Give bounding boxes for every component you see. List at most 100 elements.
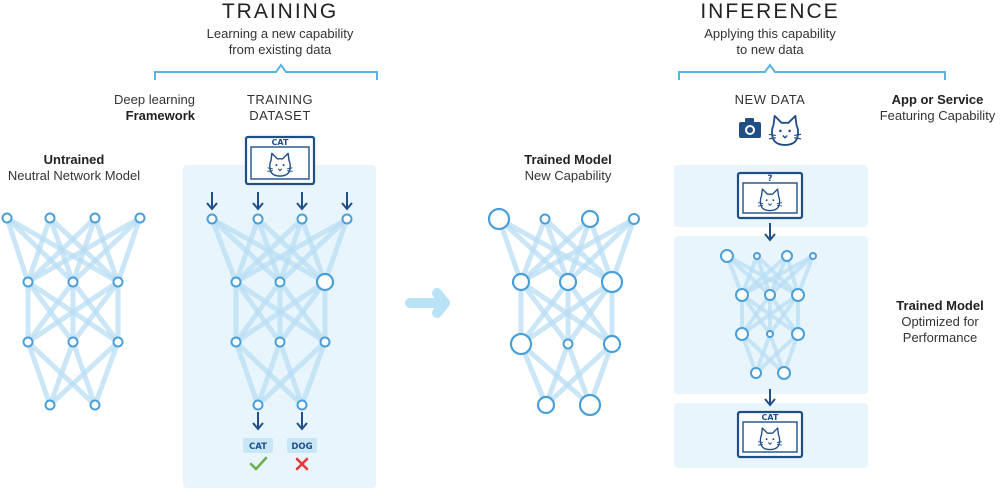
trained-network-edge	[565, 280, 615, 346]
trained-network-edge	[519, 217, 592, 284]
optimized-network-node	[764, 289, 776, 301]
untrained-network-edge	[47, 341, 76, 406]
training-network-edge	[234, 217, 304, 284]
optimized-network-node	[791, 288, 805, 302]
training-network-node	[252, 399, 264, 411]
trained-network-node	[578, 393, 602, 417]
untrained-network-edge	[71, 280, 120, 344]
untrained-network-edge	[26, 215, 142, 285]
trained-network-node	[558, 272, 578, 292]
untrained-network-edge	[115, 217, 143, 283]
untrained-network-node	[89, 212, 101, 224]
training-network-node	[315, 272, 335, 292]
optimized-network-node	[777, 366, 791, 380]
training-dataset-line2: DATASET	[249, 108, 311, 123]
optimized-network-node	[750, 367, 762, 379]
trained-network-node	[600, 270, 624, 294]
check-icon	[249, 456, 268, 471]
untrained-network-node	[89, 399, 101, 411]
training-network-edge	[233, 218, 261, 283]
app-service-title: App or Service	[891, 92, 984, 107]
optimized-network-edge	[740, 293, 800, 336]
output-dog-tag	[287, 438, 317, 453]
trained-network-edge	[543, 343, 571, 406]
untrained-network-edge	[48, 340, 120, 407]
output-cat-tag	[243, 438, 273, 453]
training-network-edge	[255, 341, 283, 406]
trained-network-node	[562, 338, 574, 350]
training-network-edge	[234, 216, 349, 285]
untrained-network-node	[134, 212, 146, 224]
optimized-line2: Performance	[902, 330, 978, 345]
result-tag: CAT	[762, 413, 779, 422]
training-title: TRAINING	[221, 0, 339, 23]
untrained-network-edge	[92, 341, 121, 406]
untrained-network	[1, 212, 146, 411]
camera-icon	[739, 118, 761, 138]
training-network-edge	[234, 279, 327, 345]
query-image-frame	[736, 171, 804, 220]
optimized-network-node	[781, 250, 793, 262]
training-network-node	[230, 336, 242, 348]
optimized-network-edge	[768, 293, 800, 336]
untrained-network-edge	[25, 341, 53, 406]
app-service-label: App or Service Featuring Capability	[875, 92, 1000, 124]
optimized-network-node	[766, 330, 774, 338]
query-tag: ?	[767, 174, 772, 184]
training-output-arrows	[252, 412, 308, 431]
inference-subtitle-1: Applying this capability	[704, 26, 836, 41]
output-cat-label: CAT	[249, 442, 267, 452]
training-network-node	[252, 213, 264, 225]
inference-arrow-1	[764, 223, 776, 242]
trained-network-edge	[518, 218, 548, 283]
training-network-node	[296, 399, 308, 411]
trained-label: Trained Model New Capability	[498, 152, 638, 184]
training-bracket	[154, 63, 378, 80]
training-network-edge	[209, 218, 239, 283]
untrained-network-node	[1, 212, 13, 224]
training-network-node	[206, 213, 218, 225]
untrained-title: Untrained	[43, 152, 105, 167]
framework-label-line2: Framework	[125, 108, 195, 123]
untrained-subtitle: Neutral Network Model	[7, 168, 141, 183]
trained-network-edge	[609, 218, 637, 283]
training-subtitle-1: Learning a new capability	[206, 26, 354, 41]
optimized-network-edge	[754, 333, 772, 374]
output-dog-label: DOG	[291, 442, 312, 452]
untrained-network-node	[44, 399, 56, 411]
training-network-node	[319, 336, 331, 348]
optimized-network-node	[809, 252, 817, 260]
training-network-node	[230, 276, 242, 288]
optimized-network-node	[720, 249, 734, 263]
trained-network-node	[509, 332, 533, 356]
training-network-edge	[233, 341, 261, 406]
optimized-network-node	[791, 327, 805, 341]
untrained-network-node	[44, 212, 56, 224]
optimized-network	[720, 249, 817, 380]
trained-network-edge	[519, 279, 614, 347]
training-network-edge	[322, 218, 350, 283]
untrained-label: Untrained Neutral Network Model	[0, 152, 148, 184]
framework-label: Deep learning Framework	[105, 92, 195, 124]
training-input-arrows	[206, 192, 353, 211]
training-network-edge	[233, 280, 283, 344]
trained-network-node	[536, 395, 556, 415]
optimized-network-edge	[740, 293, 772, 336]
optimized-network-node	[753, 252, 761, 260]
untrained-network-node	[22, 336, 34, 348]
framework-label-line1: Deep learning	[114, 92, 195, 107]
trained-network-edge	[496, 218, 524, 283]
training-network-node	[274, 336, 286, 348]
trained-network-node	[602, 334, 622, 354]
result-image-frame	[736, 410, 804, 459]
new-data-label: NEW DATA	[734, 92, 806, 107]
untrained-network-edge	[4, 217, 31, 283]
trained-subtitle: New Capability	[524, 168, 612, 183]
optimized-title: Trained Model	[896, 298, 984, 313]
training-network	[206, 213, 353, 411]
optimized-network-edge	[741, 254, 814, 297]
trained-network-node	[511, 272, 531, 292]
inference-subtitle-2: to new data	[736, 42, 804, 57]
untrained-network-node	[67, 336, 79, 348]
